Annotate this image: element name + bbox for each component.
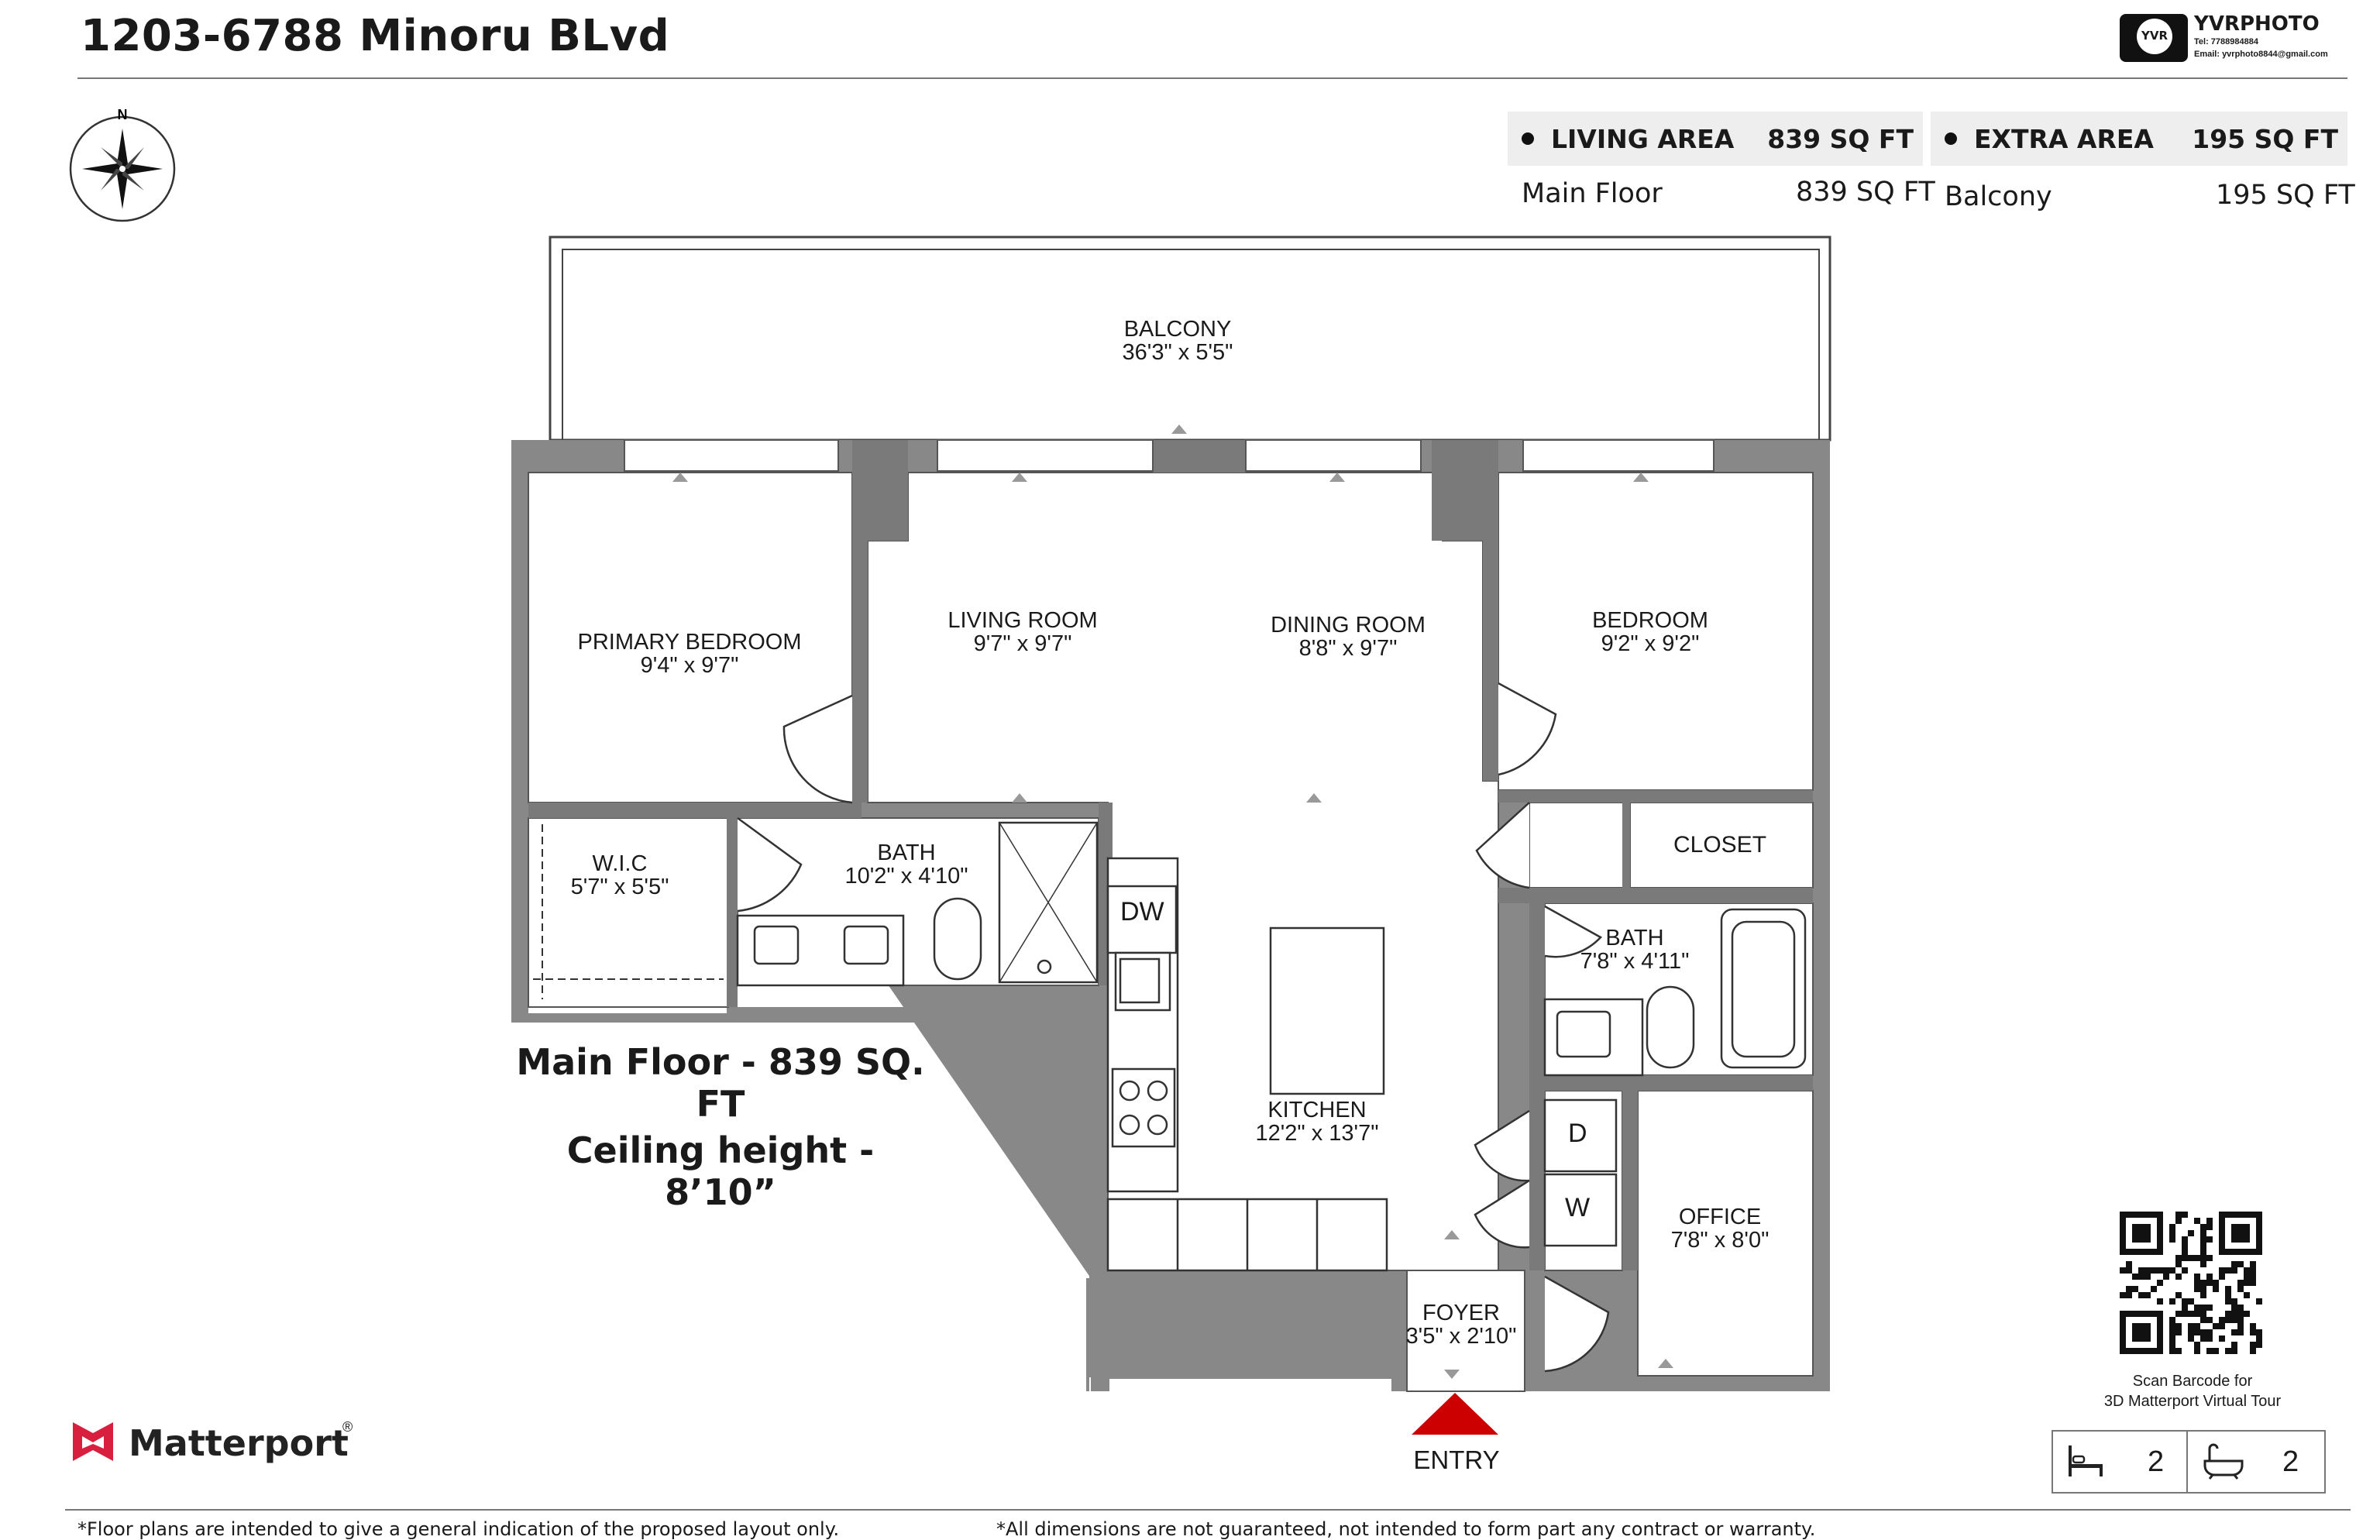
bed-icon (2069, 1445, 2103, 1476)
brand-logo: YVR YVRPHOTO Tel: 7788984884 Email: yvrp… (2120, 11, 2352, 65)
bullet-icon (1522, 132, 1534, 145)
extra-area-row-value: 195 SQ FT (2216, 180, 2355, 211)
dryer-label: D (1568, 1119, 1587, 1148)
brand-badge: YVR (2141, 29, 2168, 43)
entry-arrow-icon (1412, 1393, 1498, 1435)
kitchen-fixtures (1106, 857, 1618, 1272)
compass-icon: N (69, 107, 176, 222)
bedroom-count: 2 (2148, 1445, 2165, 1478)
closet-label: CLOSET (1673, 832, 1767, 858)
page-title: 1203-6788 Minoru BLvd (81, 11, 670, 61)
bath2-fixtures (1543, 908, 1807, 1077)
closet-shelves (533, 824, 724, 999)
header-divider (77, 77, 2347, 79)
room-name: DINING ROOM (1271, 613, 1426, 638)
room-name: FOYER (1422, 1301, 1500, 1325)
living-area-row-label: Main Floor (1522, 178, 1663, 209)
dimension-markers (672, 425, 1673, 1379)
foyer-label: FOYER 3'5" x 2'10" (1391, 1301, 1531, 1348)
room-dims: 5'7" x 5'5" (570, 875, 669, 899)
camera-icon: YVR (2120, 14, 2188, 62)
bath-primary-label: BATH 10'2" x 4'10" (821, 841, 992, 888)
brand-email: Email: yvrphoto8844@gmail.com (2194, 50, 2328, 59)
room-name: BATH (1605, 926, 1664, 950)
living-area-total: 839 SQ FT (1767, 124, 1914, 154)
dishwasher-label: DW (1120, 897, 1164, 926)
room-name: BALCONY (1123, 317, 1232, 342)
floor-summary-line1: Main Floor - 839 SQ. FT (516, 1041, 925, 1125)
room-name: BATH (877, 840, 936, 865)
extra-area-title: EXTRA AREA (1974, 124, 2154, 154)
room-dims: 9'2" x 9'2" (1601, 631, 1700, 656)
room-dims: 9'4" x 9'7" (640, 653, 739, 678)
dining-room-label: DINING ROOM 8'8" x 9'7" (1255, 614, 1441, 660)
floor-summary: Main Floor - 839 SQ. FT Ceiling height -… (511, 1041, 930, 1213)
qr-code (2120, 1212, 2262, 1354)
room-name: LIVING ROOM (948, 608, 1098, 633)
living-room-label: LIVING ROOM 9'7" x 9'7" (930, 609, 1116, 655)
extra-area-header: EXTRA AREA 195 SQ FT (1931, 112, 2347, 166)
wic-label: W.I.C 5'7" x 5'5" (558, 852, 682, 899)
bathroom-count: 2 (2282, 1445, 2299, 1478)
room-name: KITCHEN (1267, 1098, 1367, 1122)
room-dims: 8'8" x 9'7" (1298, 636, 1398, 661)
room-dims: 10'2" x 4'10" (844, 864, 968, 889)
brand-tel: Tel: 7788984884 (2194, 37, 2258, 46)
matterport-logo: Matterport ® (70, 1418, 364, 1467)
balcony-label: BALCONY 36'3" x 5'5" (1100, 318, 1255, 364)
bath-fixtures (736, 821, 1099, 987)
room-name: PRIMARY BEDROOM (577, 630, 802, 655)
bathtub-icon (2203, 1443, 2244, 1480)
brand-name: YVRPHOTO (2194, 12, 2320, 36)
room-dims: 7'8" x 4'11" (1580, 949, 1690, 974)
interior-walls (528, 440, 1813, 1270)
room-dims: 9'7" x 9'7" (973, 631, 1072, 656)
living-area-row-value: 839 SQ FT (1796, 177, 1935, 208)
door-swings (737, 682, 1610, 1373)
matterport-reg: ® (342, 1419, 353, 1435)
room-dims: 36'3" x 5'5" (1122, 340, 1233, 365)
qr-caption-2: 3D Matterport Virtual Tour (2103, 1393, 2282, 1410)
floor-summary-line2: Ceiling height - 8’10” (566, 1129, 875, 1213)
room-name: OFFICE (1678, 1205, 1762, 1229)
extra-area-row-label: Balcony (1945, 181, 2052, 212)
matterport-name: Matterport (129, 1422, 349, 1464)
footer-disclaimer-right: *All dimensions are not guaranteed, not … (996, 1518, 1816, 1540)
matterport-icon (73, 1422, 113, 1461)
windows (624, 439, 1714, 472)
kitchen-label: KITCHEN 12'2" x 13'7" (1240, 1098, 1395, 1145)
washer-label: W (1565, 1193, 1591, 1222)
bath-second-label: BATH 7'8" x 4'11" (1565, 926, 1704, 973)
room-counts: 2 2 (2052, 1430, 2326, 1494)
living-area-title: LIVING AREA (1551, 124, 1735, 154)
room-dims: 7'8" x 8'0" (1670, 1228, 1770, 1253)
room-dims: 12'2" x 13'7" (1255, 1121, 1379, 1146)
qr-caption-1: Scan Barcode for (2132, 1373, 2253, 1390)
bedroom-label: BEDROOM 9'2" x 9'2" (1565, 609, 1735, 655)
room-name: BEDROOM (1592, 608, 1708, 633)
office-label: OFFICE 7'8" x 8'0" (1650, 1205, 1790, 1252)
compass-north-label: N (118, 107, 128, 122)
room-dims: 3'5" x 2'10" (1405, 1324, 1517, 1349)
living-area-header: LIVING AREA 839 SQ FT (1508, 112, 1923, 166)
bullet-icon (1945, 132, 1957, 145)
room-name: W.I.C (592, 851, 648, 876)
entry-label: ENTRY (1413, 1445, 1500, 1474)
primary-bedroom-label: PRIMARY BEDROOM 9'4" x 9'7" (542, 631, 837, 677)
footer-divider (65, 1509, 2351, 1511)
extra-area-total: 195 SQ FT (2192, 124, 2338, 154)
footer-disclaimer-left: *Floor plans are intended to give a gene… (77, 1518, 840, 1540)
